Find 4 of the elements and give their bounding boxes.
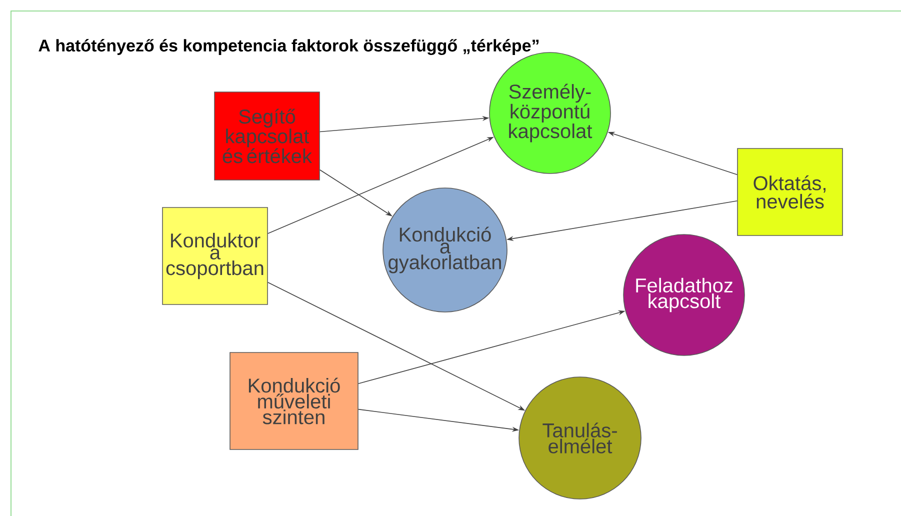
concept-box: Segítő kapcsolat és értékek (214, 92, 320, 180)
concept-box: Konduktor a csoportban (162, 207, 268, 305)
concept-box: Oktatás, nevelés (737, 148, 843, 236)
concept-box: Kondukció műveleti szinten (230, 352, 358, 450)
